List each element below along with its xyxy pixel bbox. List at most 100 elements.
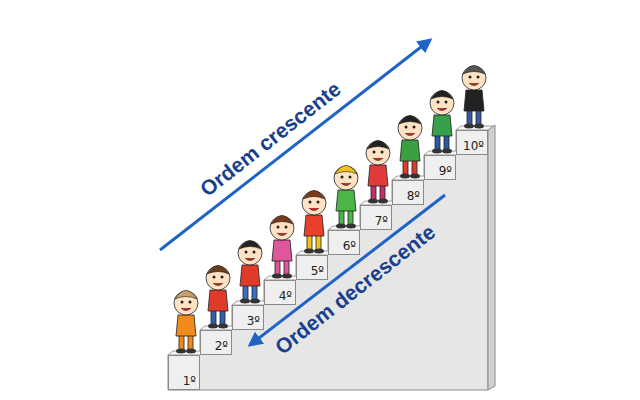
child-hair	[239, 241, 261, 250]
child-shoe	[282, 274, 292, 279]
child-body	[400, 140, 420, 161]
child-shoe	[464, 124, 474, 129]
child-shoe	[272, 274, 282, 279]
child-body	[304, 215, 324, 236]
step-number: 6º	[343, 239, 356, 253]
child-figure	[270, 216, 294, 279]
child-eye	[477, 76, 480, 79]
step-number: 4º	[279, 289, 292, 303]
child-shoe	[186, 349, 196, 354]
child-eye	[381, 151, 384, 154]
step-riser: 3º	[232, 305, 264, 330]
direction-label: Ordem crescente	[196, 77, 346, 202]
child-figure	[206, 266, 230, 329]
step-riser: 4º	[264, 280, 296, 305]
child-figure	[334, 166, 358, 229]
child-eye	[309, 201, 312, 204]
child-body	[176, 315, 196, 336]
child-eye	[253, 251, 256, 254]
child-body	[208, 290, 228, 311]
child-eye	[413, 126, 416, 129]
child-eye	[373, 151, 376, 154]
child-head	[366, 141, 390, 165]
child-eye	[181, 301, 184, 304]
child-body	[432, 115, 452, 136]
step-riser: 5º	[296, 255, 328, 280]
step-riser: 10º	[456, 130, 488, 155]
child-hair	[303, 191, 325, 200]
child-hair	[431, 91, 453, 100]
child-eye	[277, 226, 280, 229]
step-riser: 8º	[392, 180, 424, 205]
step-number: 1º	[183, 374, 196, 388]
step-number: 7º	[375, 214, 388, 228]
descending-arrow	[250, 195, 445, 345]
child-hair	[207, 266, 229, 275]
child-mouth	[437, 108, 447, 111]
child-shoe	[208, 324, 218, 329]
child-eye	[405, 126, 408, 129]
child-eye	[221, 276, 224, 279]
child-body	[368, 165, 388, 186]
child-hair	[335, 166, 357, 175]
child-shoe	[304, 249, 314, 254]
child-head	[206, 266, 230, 290]
child-eye	[213, 276, 216, 279]
child-mouth	[373, 158, 383, 161]
step-riser: 1º	[168, 355, 200, 390]
child-mouth	[245, 258, 255, 261]
child-shoe	[432, 149, 442, 154]
child-figure	[366, 141, 390, 204]
child-body	[240, 265, 260, 286]
child-body	[464, 90, 484, 111]
child-body	[272, 240, 292, 261]
step-number: 2º	[215, 339, 228, 353]
child-figure	[398, 116, 422, 179]
child-shoe	[378, 199, 388, 204]
child-hair	[399, 116, 421, 125]
ascending-arrow	[160, 40, 430, 250]
child-figure	[430, 91, 454, 154]
step-number: 8º	[407, 189, 420, 203]
child-figure	[302, 191, 326, 254]
child-eye	[245, 251, 248, 254]
child-mouth	[469, 83, 479, 86]
child-eye	[445, 101, 448, 104]
child-hair	[175, 291, 197, 300]
child-hair	[367, 141, 389, 150]
child-shoe	[176, 349, 186, 354]
child-head	[398, 116, 422, 140]
child-shoe	[346, 224, 356, 229]
child-shoe	[240, 299, 250, 304]
child-head	[270, 216, 294, 240]
child-eye	[285, 226, 288, 229]
child-eye	[437, 101, 440, 104]
child-eye	[317, 201, 320, 204]
child-shoe	[314, 249, 324, 254]
child-head	[238, 241, 262, 265]
child-mouth	[213, 283, 223, 286]
step-number: 10º	[463, 139, 484, 153]
step-number: 3º	[247, 314, 260, 328]
child-mouth	[341, 183, 351, 186]
child-eye	[349, 176, 352, 179]
child-shoe	[368, 199, 378, 204]
child-head	[302, 191, 326, 215]
step-number: 9º	[439, 164, 452, 178]
child-mouth	[309, 208, 319, 211]
child-shoe	[400, 174, 410, 179]
child-shoe	[336, 224, 346, 229]
child-shoe	[250, 299, 260, 304]
child-shoe	[442, 149, 452, 154]
child-figure	[238, 241, 262, 304]
child-mouth	[405, 133, 415, 136]
stair-side	[488, 125, 495, 390]
child-head	[462, 66, 486, 90]
child-figure	[174, 291, 198, 354]
step-riser: 6º	[328, 230, 360, 255]
step-riser: 7º	[360, 205, 392, 230]
child-eye	[189, 301, 192, 304]
